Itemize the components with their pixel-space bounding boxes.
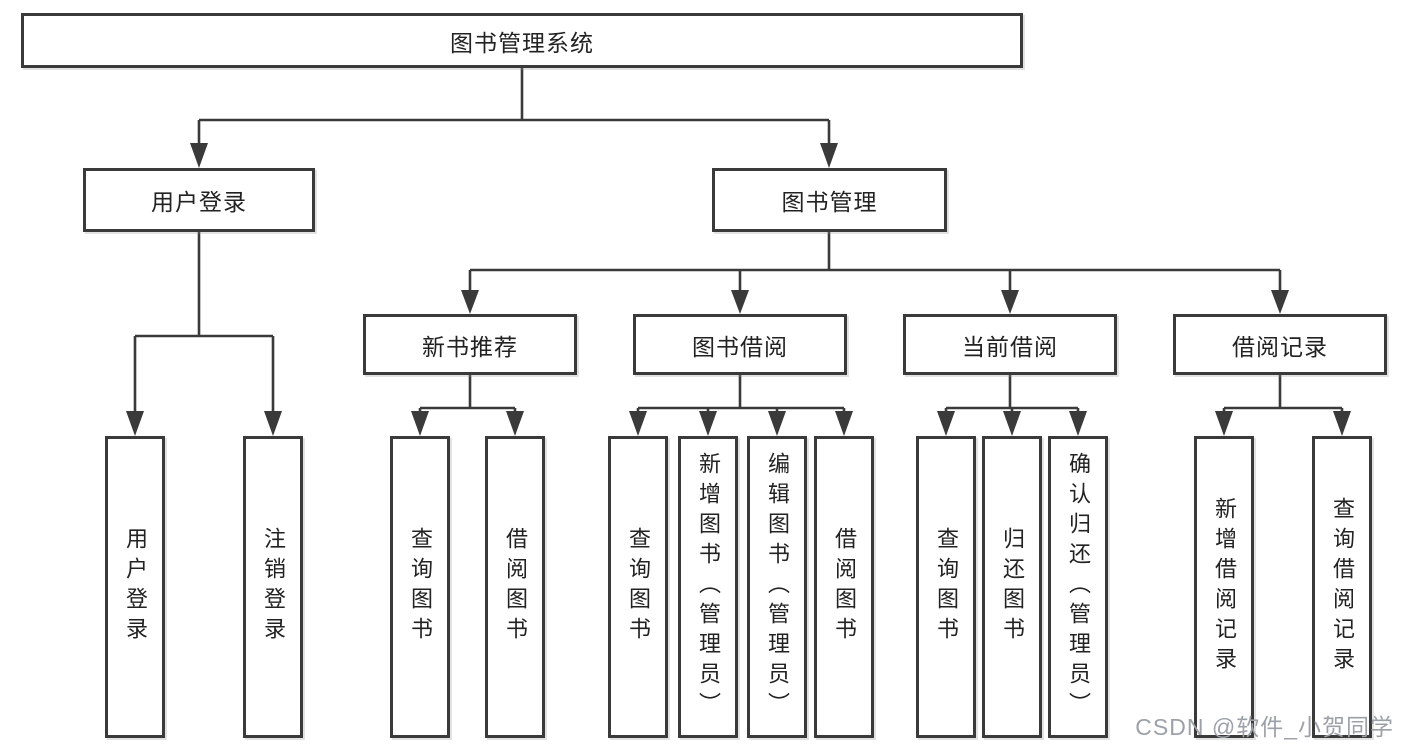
node-user-login: 用户登录 xyxy=(83,168,315,232)
leaf-br-query-record: 查询借阅记录 xyxy=(1312,436,1372,738)
node-label: 当前借阅 xyxy=(962,333,1058,360)
node-label: 用户登录 xyxy=(151,189,247,215)
leaf-label: 查询借阅记录 xyxy=(1330,497,1355,677)
node-label: 图书借阅 xyxy=(692,333,788,360)
leaf-label: 查询图书 xyxy=(408,527,433,647)
connector-new-book-children xyxy=(411,375,524,436)
node-book-borrowing: 图书借阅 xyxy=(633,314,847,375)
leaf-label: 查询图书 xyxy=(934,527,959,647)
node-label: 图书管理 xyxy=(781,189,878,215)
node-library-system: 图书管理系统 xyxy=(21,13,1023,68)
leaf-logout: 注销登录 xyxy=(243,436,303,738)
node-label: 图书管理系统 xyxy=(450,29,594,56)
connector-book-management-level3 xyxy=(461,232,1289,314)
node-new-book-recommend: 新书推荐 xyxy=(363,314,577,375)
leaf-bb-add-book-admin: 新增图书（管理员） xyxy=(678,436,738,738)
leaf-nbr-query-book: 查询图书 xyxy=(390,436,450,738)
leaf-label: 注销登录 xyxy=(261,527,286,647)
leaf-br-add-record: 新增借阅记录 xyxy=(1194,436,1254,738)
leaf-bb-borrow-book: 借阅图书 xyxy=(814,436,874,738)
leaf-label: 新增借阅记录 xyxy=(1212,497,1237,677)
leaf-nbr-borrow-book: 借阅图书 xyxy=(485,436,545,738)
leaf-label: 查询图书 xyxy=(626,527,651,647)
leaf-bb-query-book: 查询图书 xyxy=(608,436,668,738)
watermark: CSDN @软件_小贺同学 xyxy=(1135,714,1394,740)
connector-borrow-records-children xyxy=(1215,375,1351,436)
node-borrowing-records: 借阅记录 xyxy=(1173,314,1387,375)
leaf-cb-query-book: 查询图书 xyxy=(916,436,976,738)
connector-user-login-children xyxy=(126,232,282,436)
leaf-label: 借阅图书 xyxy=(503,527,528,647)
node-current-borrowing: 当前借阅 xyxy=(903,314,1117,375)
leaf-label: 借阅图书 xyxy=(832,527,857,647)
node-label: 新书推荐 xyxy=(422,333,518,360)
node-label: 借阅记录 xyxy=(1232,333,1328,360)
leaf-user-login: 用户登录 xyxy=(105,436,165,738)
connector-book-borrow-children xyxy=(629,375,853,436)
leaf-cb-return-book: 归还图书 xyxy=(982,436,1042,738)
connector-current-borrow-children xyxy=(937,375,1087,436)
connector-root-to-level2 xyxy=(190,68,838,168)
node-book-management: 图书管理 xyxy=(712,168,947,232)
leaf-label: 编辑图书（管理员） xyxy=(765,452,790,722)
leaf-bb-edit-book-admin: 编辑图书（管理员） xyxy=(747,436,807,738)
leaf-cb-confirm-return-admin: 确认归还（管理员） xyxy=(1048,436,1108,738)
leaf-label: 用户登录 xyxy=(123,527,148,647)
leaf-label: 归还图书 xyxy=(1000,527,1025,647)
leaf-label: 新增图书（管理员） xyxy=(696,452,721,722)
leaf-label: 确认归还（管理员） xyxy=(1066,452,1091,722)
